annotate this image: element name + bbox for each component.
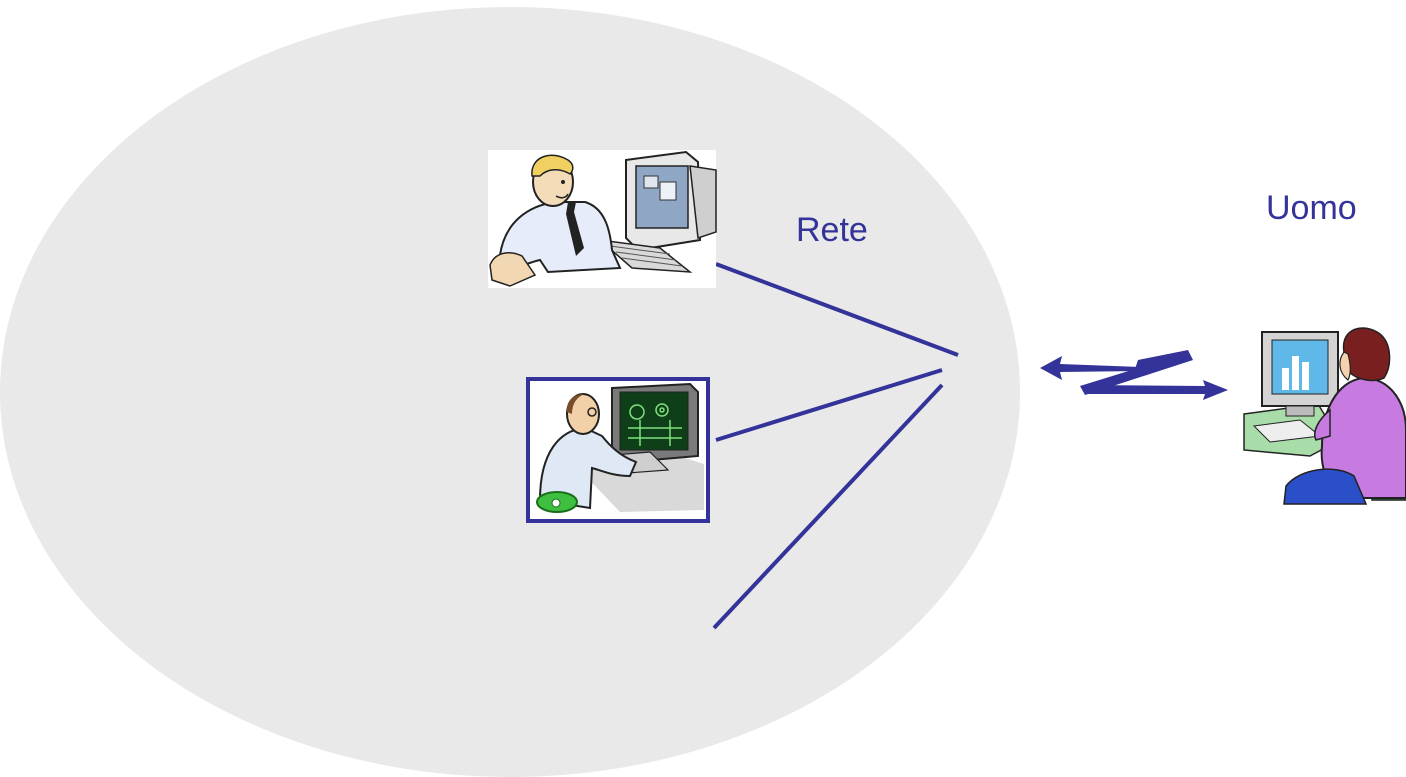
bidirectional-lightning-arrow-icon (1040, 350, 1228, 400)
network-label: Rete (796, 211, 868, 249)
connector-line-top (715, 262, 959, 357)
connector-line-bottom (712, 383, 944, 630)
engineer-at-cad-computer-icon (526, 377, 710, 523)
woman-at-computer-icon (1243, 327, 1406, 505)
businessman-at-computer-icon (488, 150, 717, 288)
connector-line-middle (715, 368, 943, 442)
human-label: Uomo (1266, 189, 1357, 227)
network-area-ellipse (0, 7, 1020, 777)
